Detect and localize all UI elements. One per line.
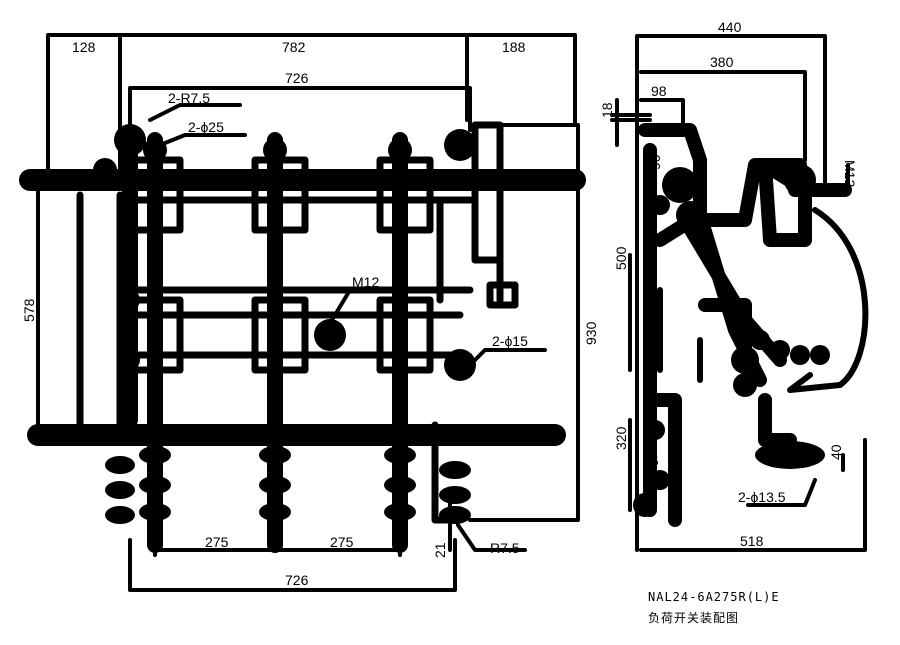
- dim-726-bottom: 726: [285, 572, 309, 588]
- insulator-columns: [122, 132, 408, 553]
- label-m12-side: M12: [842, 160, 858, 187]
- dim-440: 440: [718, 19, 742, 35]
- dim-98: 98: [651, 83, 667, 99]
- drawing-title: 负荷开关装配图: [648, 611, 740, 625]
- side-arc: [657, 207, 869, 393]
- dim-518: 518: [740, 533, 764, 549]
- dim-128: 128: [72, 39, 96, 55]
- dim-188: 188: [502, 39, 526, 55]
- model-number: NAL24-6A275R(L)E: [648, 590, 780, 604]
- label-2-phi25: 2-ϕ25: [188, 119, 224, 135]
- label-2-phi15: 2-ϕ15: [492, 333, 528, 349]
- dim-782: 782: [282, 39, 306, 55]
- side-labels: 440 380 98 18 90 M12 500 320 55 40 2-ϕ13…: [599, 19, 858, 549]
- dim-21: 21: [432, 542, 448, 558]
- dim-275-right: 275: [330, 534, 354, 550]
- front-labels: 128 782 188 726 2-R7.5 2-ϕ25 578 M12 930…: [21, 39, 599, 588]
- dim-320: 320: [613, 426, 629, 450]
- dim-380: 380: [710, 54, 734, 70]
- dim-90: 90: [647, 154, 663, 170]
- dim-500: 500: [613, 246, 629, 270]
- dim-18: 18: [599, 102, 615, 118]
- dim-40: 40: [828, 444, 844, 460]
- label-m12: M12: [352, 274, 379, 290]
- side-sheds: [633, 164, 830, 517]
- front-view: 128 782 188 726 2-R7.5 2-ϕ25 578 M12 930…: [19, 33, 599, 592]
- dim-930: 930: [583, 321, 599, 345]
- side-view: 440 380 98 18 90 M12 500 320 55 40 2-ϕ13…: [599, 19, 869, 552]
- label-2-phi13-5: 2-ϕ13.5: [738, 489, 786, 505]
- label-r7-5: R7.5: [490, 540, 520, 556]
- dim-578: 578: [21, 298, 37, 322]
- label-2-r7-5: 2-R7.5: [168, 90, 210, 106]
- insulator-sheds: [93, 124, 476, 524]
- dim-275-left: 275: [205, 534, 229, 550]
- dim-55: 55: [643, 453, 659, 469]
- dim-726-top: 726: [285, 70, 309, 86]
